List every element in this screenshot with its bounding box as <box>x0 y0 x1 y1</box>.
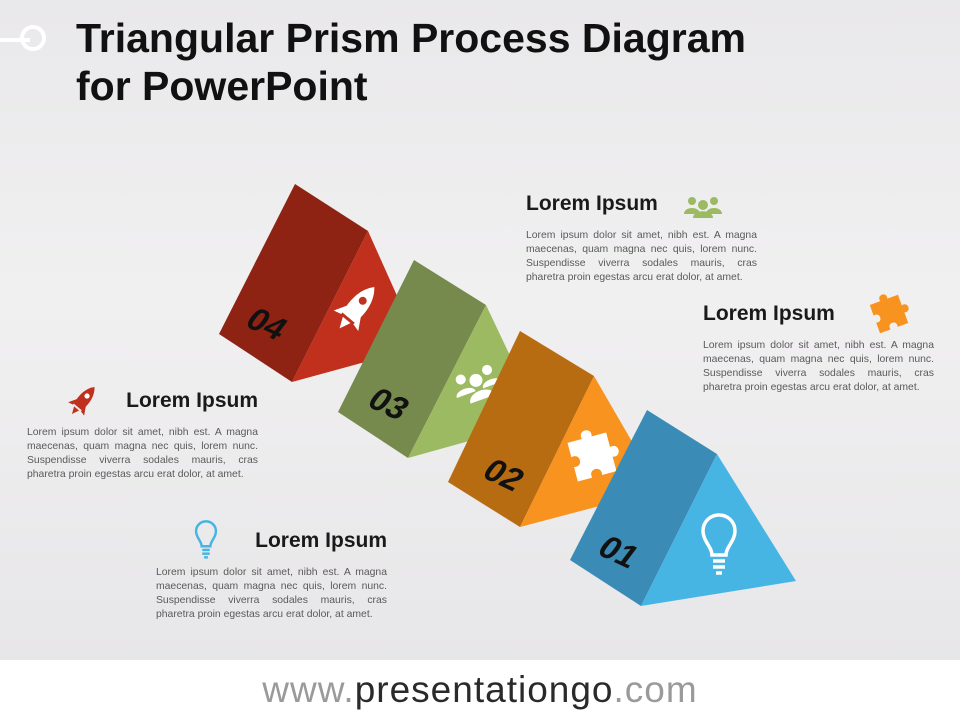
prism-1-side-face <box>570 410 717 606</box>
text-block-puzzle: Lorem Ipsum Lorem ipsum dolor sit amet, … <box>703 301 934 395</box>
text-block-bulb: Lorem Ipsum Lorem ipsum dolor sit amet, … <box>156 528 387 622</box>
rocket-icon <box>333 287 375 332</box>
people-icon <box>455 364 502 404</box>
pin-decoration-line <box>0 38 30 42</box>
footer-url-domain: presentationgo <box>354 669 614 710</box>
lightbulb-icon <box>194 520 218 559</box>
rocket-icon <box>68 387 95 416</box>
footer-url-prefix: www. <box>262 669 355 710</box>
slide-title-line-1: Triangular Prism Process Diagram <box>76 15 746 61</box>
prism-3-side-face <box>338 260 486 458</box>
text-block-puzzle-title: Lorem Ipsum <box>703 302 835 325</box>
text-block-people: Lorem Ipsum Lorem ipsum dolor sit amet, … <box>526 191 757 285</box>
text-block-rocket: Lorem Ipsum Lorem ipsum dolor sit amet, … <box>27 388 258 482</box>
puzzle-icon <box>869 294 909 334</box>
text-block-rocket-body: Lorem ipsum dolor sit amet, nibh est. A … <box>27 427 258 480</box>
prism-2-side-face <box>448 331 594 527</box>
text-block-bulb-title: Lorem Ipsum <box>255 529 387 552</box>
puzzle-icon <box>567 430 619 482</box>
slide-title-line-2: for PowerPoint <box>76 63 368 109</box>
footer-url-suffix: .com <box>613 669 698 710</box>
prism-diagram: 04 03 02 <box>68 184 909 606</box>
prism-4-side-face <box>219 184 368 382</box>
slide-canvas: Triangular Prism Process Diagram for Pow… <box>0 0 960 660</box>
prism-1-front-face <box>641 454 796 606</box>
lightbulb-icon <box>701 513 737 575</box>
people-icon <box>684 197 722 218</box>
text-block-people-title: Lorem Ipsum <box>526 192 658 215</box>
text-block-bulb-body: Lorem ipsum dolor sit amet, nibh est. A … <box>156 567 387 620</box>
text-block-people-body: Lorem ipsum dolor sit amet, nibh est. A … <box>526 230 757 283</box>
slide-title: Triangular Prism Process Diagram for Pow… <box>76 14 936 110</box>
text-block-puzzle-body: Lorem ipsum dolor sit amet, nibh est. A … <box>703 340 934 393</box>
footer-url[interactable]: www.presentationgo.com <box>0 660 960 720</box>
pin-decoration-ring <box>20 25 46 51</box>
prism-step-1: 01 <box>570 410 796 606</box>
text-block-rocket-title: Lorem Ipsum <box>126 389 258 412</box>
